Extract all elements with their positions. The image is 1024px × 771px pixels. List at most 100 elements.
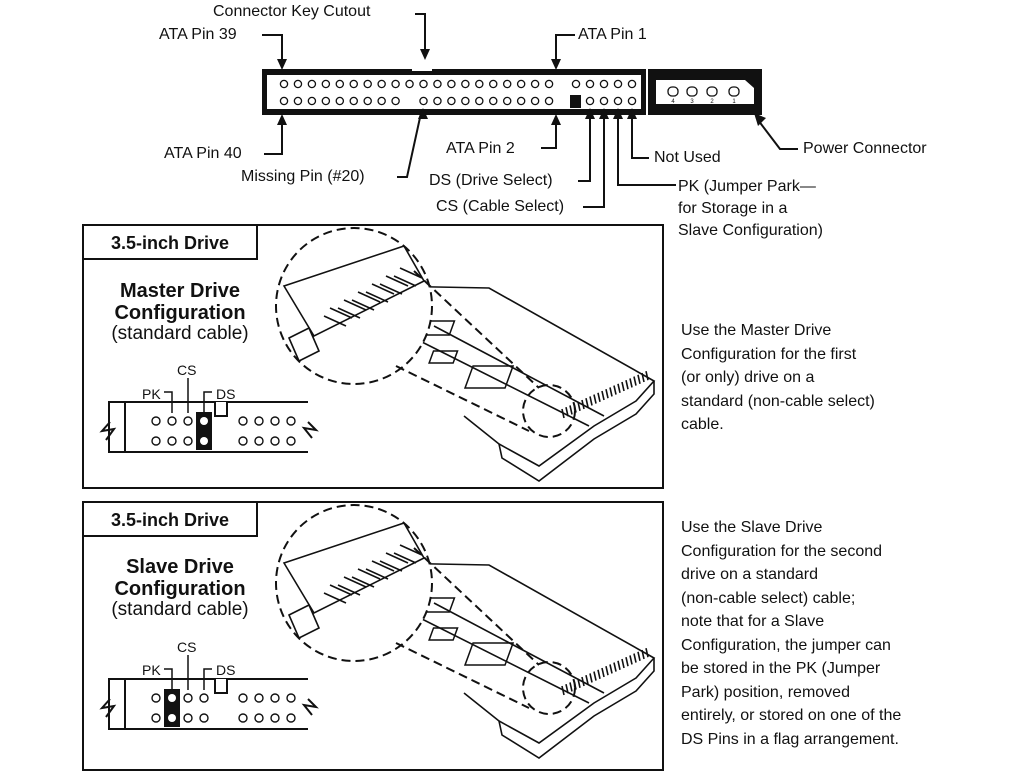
edge-pin: [613, 385, 617, 395]
ds-leader: [203, 391, 212, 413]
leader-arrow: [551, 59, 561, 70]
jumper-pin: [599, 96, 609, 106]
chip: [463, 642, 515, 666]
power-pin: [686, 86, 698, 97]
ata-pin: [544, 96, 554, 106]
edge-pin: [633, 376, 637, 386]
header-pin: [254, 416, 264, 426]
connector-key-cutout-label: Connector Key Cutout: [213, 3, 371, 20]
leader-arrow: [418, 108, 428, 119]
drive-edge: [498, 658, 655, 759]
header-pin: [238, 416, 248, 426]
not-used-label: Not Used: [654, 149, 721, 166]
ata-pin: [433, 96, 442, 106]
ata-pin: [488, 96, 498, 106]
ata-pin-2-label: ATA Pin 2: [446, 140, 515, 157]
pk-leader: [164, 668, 173, 690]
power-connector-label: Power Connector: [803, 140, 927, 157]
edge-pin: [625, 380, 629, 390]
drive-illustration: [275, 504, 656, 759]
ata-pin: [516, 79, 526, 89]
edge-pin: [637, 651, 641, 661]
ds-leader: [203, 668, 212, 690]
header-pin: [151, 693, 161, 703]
edge-pin: [609, 387, 613, 397]
leader-line: [541, 121, 557, 149]
magnified-block: [287, 603, 321, 640]
chip: [428, 627, 459, 641]
break-mark: [99, 421, 117, 441]
key-cutout: [412, 67, 432, 71]
edge-pin: [581, 676, 585, 687]
edge-pin: [585, 398, 589, 408]
power-pin: [728, 86, 740, 97]
header-pin: [183, 693, 193, 703]
edge-pin: [601, 667, 605, 678]
master-illustration: [99, 227, 656, 482]
header-pin: [151, 436, 161, 446]
leader-line: [583, 115, 605, 208]
jumper-ds-label: DS: [216, 386, 236, 402]
ata-pin: [502, 96, 512, 106]
cs-label: CS (Cable Select): [436, 198, 565, 215]
magnified-connector: [282, 522, 426, 615]
jumper-cs-label: CS: [177, 639, 197, 655]
header-pin: [183, 416, 193, 426]
edge-pin: [641, 372, 645, 383]
magnified-pin: [399, 267, 423, 279]
magnified-pin: [393, 552, 417, 564]
jumper-pin: [613, 96, 623, 106]
header-pin: [254, 693, 264, 703]
ata-connector-block: [262, 67, 646, 115]
edge-pin: [633, 653, 637, 663]
break-mark: [301, 421, 319, 439]
connector-end: [108, 678, 126, 730]
drive-outline: [383, 562, 656, 744]
power-pin: [667, 86, 679, 97]
edge-pin: [569, 682, 573, 692]
edge-pin: [593, 394, 597, 404]
drive-rail: [413, 602, 605, 704]
magnified-pin: [379, 283, 403, 295]
chip: [428, 350, 459, 364]
ata-pin: [349, 79, 358, 89]
edge-pin: [621, 658, 625, 669]
panel-tab: 3.5-inch Drive: [84, 503, 258, 537]
drive-illustration: [275, 227, 656, 482]
header-pin: [270, 693, 280, 703]
header-pin: [199, 713, 209, 723]
drive-outline: [383, 285, 656, 467]
edge-pin: [629, 655, 633, 665]
ata-pin: [461, 96, 470, 106]
leader-line: [631, 115, 649, 159]
magnified-pin: [337, 584, 361, 596]
ata-pin: [475, 96, 484, 106]
jumper-pin: [627, 79, 637, 89]
missing-pin-label: Missing Pin (#20): [241, 168, 365, 185]
magnified-block: [287, 326, 321, 363]
key-notch: [214, 679, 228, 694]
drive-rail: [413, 325, 605, 427]
leader-lines: [262, 13, 798, 208]
magnified-pin: [357, 291, 381, 303]
header-pin: [270, 416, 280, 426]
detail-circle: [522, 661, 576, 715]
edge-pin: [597, 392, 601, 402]
ata-pin: [419, 96, 428, 106]
ata-pin: [530, 96, 540, 106]
header-pin: [151, 416, 161, 426]
jumper-pin: [613, 79, 623, 89]
edge-pin: [625, 657, 629, 667]
header-pin: [286, 416, 296, 426]
magnified-pin: [379, 560, 403, 572]
magnified-pin: [365, 568, 389, 580]
magnifier-circle: [275, 227, 433, 385]
edge-pin: [601, 390, 605, 401]
header-pin: [238, 693, 248, 703]
jumper-block: [99, 378, 319, 453]
slave-config-panel: 3.5-inch Drive Slave Drive Configuration…: [82, 501, 664, 771]
pk-label: PK (Jumper Park— for Storage in a Slave …: [678, 178, 823, 239]
jumper-pk-label: PK: [142, 662, 161, 678]
leader-arrow: [585, 108, 595, 119]
header-pin: [199, 693, 209, 703]
